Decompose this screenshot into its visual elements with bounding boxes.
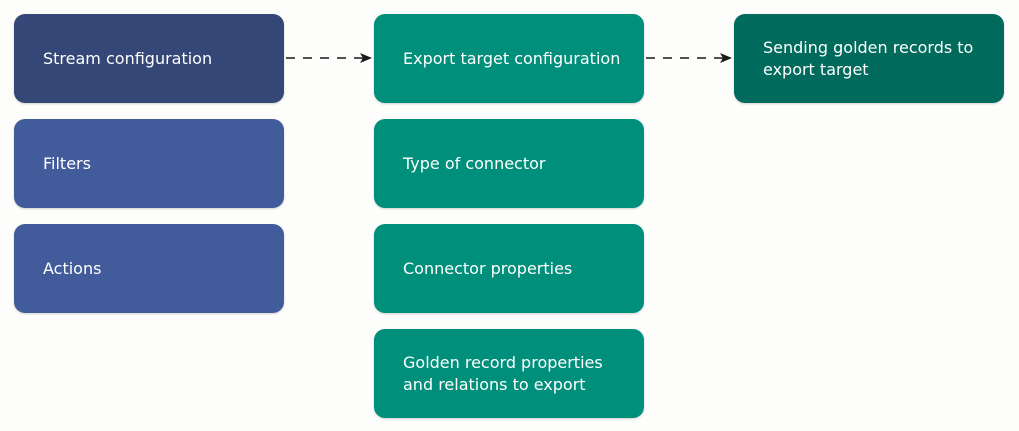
golden-record-properties-label: Golden record properties and relations t… (403, 352, 603, 394)
type-of-connector-label: Type of connector (403, 153, 546, 173)
export-target-configuration-label: Export target configuration (403, 48, 621, 68)
stream-configuration-label: Stream configuration (43, 48, 213, 68)
golden-record-properties-box: Golden record properties and relations t… (374, 329, 644, 418)
export-target-configuration-box: Export target configuration (374, 14, 644, 103)
connector-properties-label: Connector properties (403, 258, 573, 278)
sending-golden-records-label: Sending golden records to export target (763, 37, 974, 79)
actions-box: Actions (14, 224, 284, 313)
connector-properties-box: Connector properties (374, 224, 644, 313)
stream-configuration-box: Stream configuration (14, 14, 284, 103)
filters-box: Filters (14, 119, 284, 208)
actions-label: Actions (43, 258, 102, 278)
sending-golden-records-box: Sending golden records to export target (734, 14, 1004, 103)
type-of-connector-box: Type of connector (374, 119, 644, 208)
filters-label: Filters (43, 153, 91, 173)
